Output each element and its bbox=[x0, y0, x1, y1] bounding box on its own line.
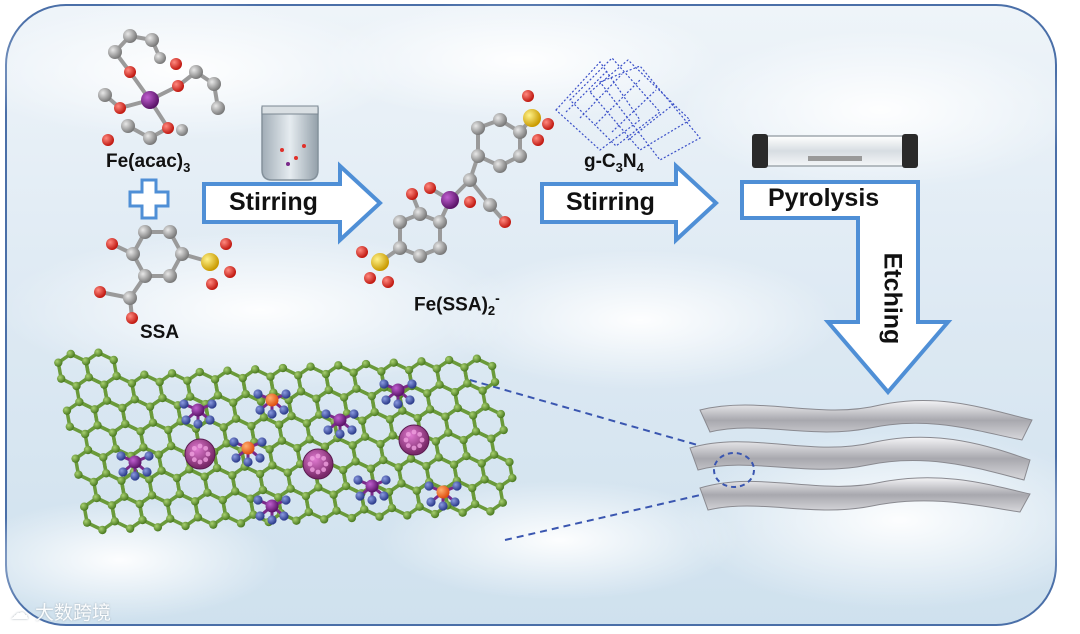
beaker-icon bbox=[261, 105, 319, 181]
cloud-logo-icon: ☁ bbox=[10, 602, 29, 624]
fe-acac-atoms bbox=[98, 29, 225, 146]
g-c3n4-label: g-C3N4 bbox=[584, 151, 644, 175]
fe-ssa-atoms bbox=[356, 90, 554, 288]
watermark: ☁ 大数跨境 bbox=[10, 602, 112, 624]
g-c3n4-sheet-icon bbox=[555, 57, 701, 161]
ssa-label: SSA bbox=[140, 322, 180, 343]
fe-acac-label: Fe(acac)3 bbox=[106, 151, 191, 175]
stirring-arrow-2 bbox=[540, 161, 719, 245]
tube-furnace-icon bbox=[752, 134, 918, 168]
plus-icon bbox=[128, 178, 170, 220]
pyrolysis-etching-arrow bbox=[740, 180, 953, 396]
fe-ssa-label: Fe(SSA)2- bbox=[414, 290, 500, 319]
stirring-label-2: Stirring bbox=[566, 188, 655, 216]
pyrolysis-label: Pyrolysis bbox=[768, 184, 880, 212]
carbon-sheets-icon bbox=[689, 399, 1033, 513]
etching-label: Etching bbox=[878, 252, 907, 345]
zoom-lines bbox=[469, 379, 723, 541]
fe-n-c-lattice bbox=[54, 348, 517, 535]
cloud-texture bbox=[0, 0, 1080, 620]
stirring-label-1: Stirring bbox=[229, 188, 318, 216]
ssa-atoms bbox=[94, 225, 236, 324]
stirring-arrow-1 bbox=[202, 161, 383, 245]
